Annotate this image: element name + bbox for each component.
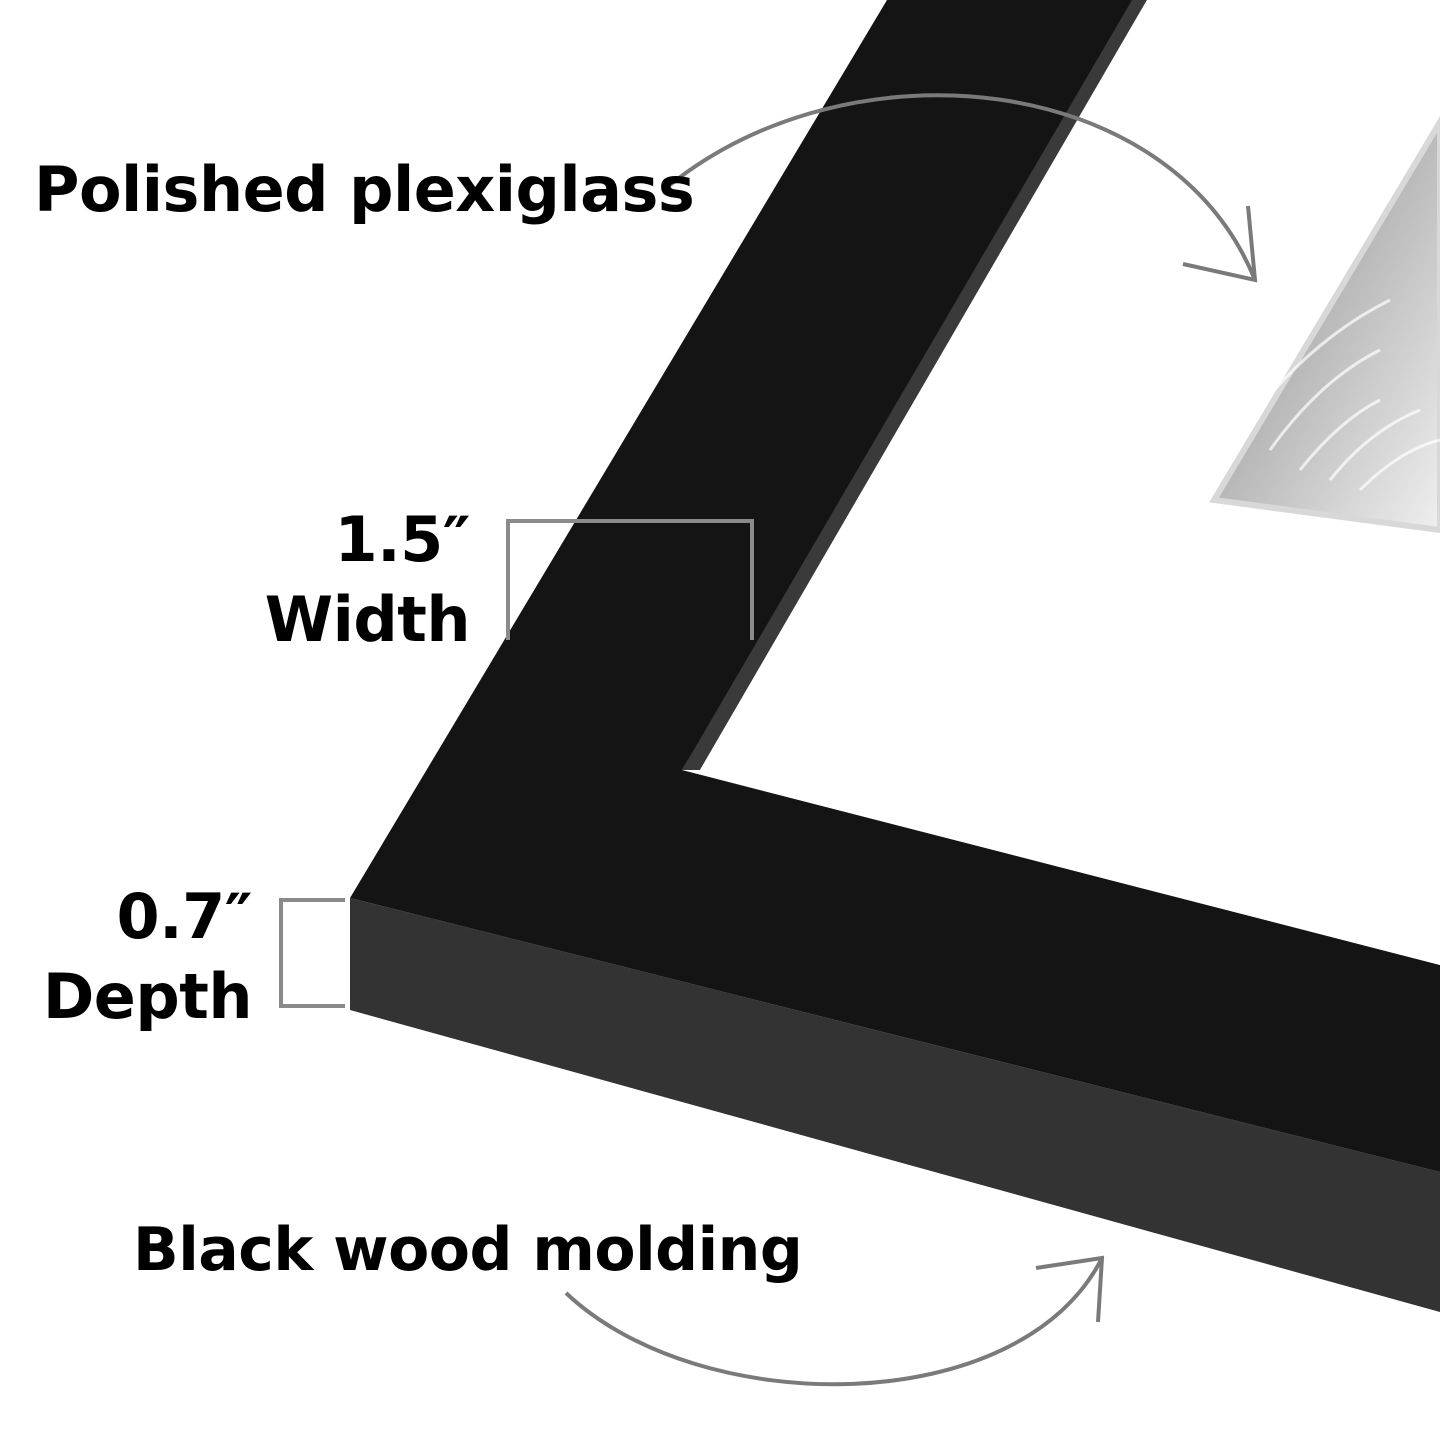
width-dimension: 1.5″ Width (260, 500, 471, 660)
photo-texture (1248, 298, 1440, 492)
molding-callout: Black wood molding (133, 1215, 803, 1285)
plexiglass-arrowhead-icon (1182, 205, 1258, 283)
molding-arrow-curve (564, 1257, 1104, 1387)
frame-front-face (350, 0, 1440, 1172)
plexiglass-arrow-curve (668, 93, 1257, 281)
width-value: 1.5″ (334, 503, 470, 576)
depth-label: Depth (42, 960, 253, 1033)
width-label: Width (264, 583, 471, 656)
molding-arrowhead-icon (1035, 1255, 1105, 1323)
width-bracket (506, 519, 754, 640)
depth-dimension: 0.7″ Depth (40, 877, 253, 1037)
mat-board (700, 0, 1440, 965)
plexiglass-callout: Polished plexiglass (34, 153, 695, 226)
depth-bracket (279, 898, 345, 1008)
frame-side-face (350, 898, 1440, 1312)
depth-value: 0.7″ (116, 880, 252, 953)
frame-inner-bevel (682, 0, 1147, 770)
